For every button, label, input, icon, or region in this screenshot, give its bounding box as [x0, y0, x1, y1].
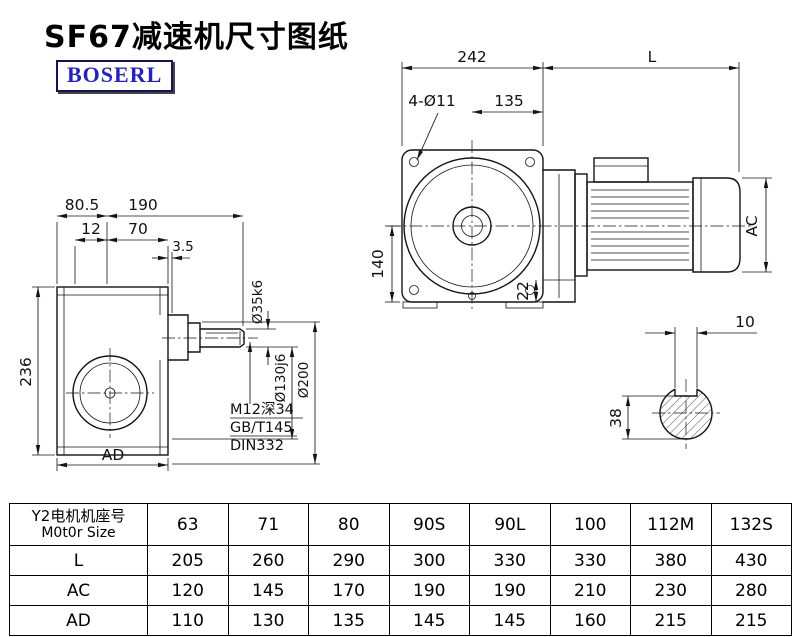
table-cell: 230	[630, 575, 712, 606]
dim-140: 140	[369, 249, 387, 279]
bolt-hole	[409, 157, 419, 167]
table-cell: 145	[227, 575, 309, 606]
dim-190: 190	[128, 196, 158, 214]
table-cell: 300	[388, 545, 470, 576]
table-cell: 170	[308, 575, 390, 606]
note-m12: M12深34	[230, 401, 294, 418]
dim-135: 135	[494, 92, 524, 110]
shaft-section-view: 10 38	[607, 313, 757, 449]
dim-3-5: 3.5	[172, 239, 193, 255]
side-view: 80.5 190 12 70 3.5 236 AD	[17, 196, 320, 471]
table-cell: 330	[469, 545, 551, 576]
brand-logo: BOSERL	[56, 60, 174, 92]
dim-d200: Ø200	[296, 362, 312, 398]
table-cell: 205	[147, 545, 229, 576]
dim-80-5: 80.5	[65, 196, 100, 214]
row-label: AC	[9, 575, 148, 606]
front-view: 242 L 135 4-Ø11 140 22 AC	[369, 48, 772, 312]
table-row-AC: AC 120 145 170 190 190 210 230 280	[9, 575, 792, 606]
table-cell: 120	[147, 575, 229, 606]
dim-22: 22	[514, 281, 532, 301]
table-cell: 110	[147, 605, 229, 636]
table-cell: 190	[388, 575, 470, 606]
table-cell: 145	[388, 605, 470, 636]
dim-242: 242	[457, 48, 487, 66]
dim-70: 70	[128, 220, 148, 238]
dim-38: 38	[607, 408, 625, 428]
col-header: 71	[227, 503, 309, 546]
header-en: M0t0r Size	[41, 525, 116, 542]
header-cn: Y2电机机座号	[31, 506, 126, 525]
table-cell: 290	[308, 545, 390, 576]
col-header: 90L	[469, 503, 551, 546]
bearing-boss	[167, 314, 189, 361]
table-row-AD: AD 110 130 135 145 145 160 215 215	[9, 605, 792, 636]
bolt-hole	[409, 285, 419, 295]
dim-10: 10	[735, 313, 755, 331]
col-header: 90S	[388, 503, 470, 546]
table-cell: 130	[227, 605, 309, 636]
table-cell: 380	[630, 545, 712, 576]
table-cell: 190	[469, 575, 551, 606]
table-cell: 430	[710, 545, 792, 576]
col-header: 63	[147, 503, 229, 546]
dim-AC: AC	[743, 215, 761, 236]
table-cell: 210	[549, 575, 631, 606]
motor-fins	[591, 189, 689, 261]
dim-d35k6: Ø35k6	[250, 280, 266, 324]
row-label: AD	[9, 605, 148, 636]
dimension-table: Y2电机机座号 M0t0r Size 63 71 80 90S 90L 100 …	[9, 503, 792, 636]
motor-flange	[574, 173, 588, 277]
table-cell: 280	[710, 575, 792, 606]
row-label: L	[9, 545, 148, 576]
col-header: 112M	[630, 503, 712, 546]
motor-size-header: Y2电机机座号 M0t0r Size	[9, 503, 148, 546]
table-cell: 145	[469, 605, 551, 636]
col-header: 80	[308, 503, 390, 546]
table-cell: 215	[630, 605, 712, 636]
terminal-box	[593, 157, 649, 183]
table-cell: 260	[227, 545, 309, 576]
bolt-hole	[525, 157, 535, 167]
dim-4xd11: 4-Ø11	[408, 92, 455, 110]
table-cell: 330	[549, 545, 631, 576]
page-title: SF67减速机尺寸图纸	[44, 20, 349, 55]
col-header: 132S	[710, 503, 792, 546]
fan-cover	[692, 177, 741, 273]
table-cell: 160	[549, 605, 631, 636]
dim-d130j6: Ø130j6	[273, 354, 289, 403]
table-cell: 215	[710, 605, 792, 636]
table-row-L: L 205 260 290 300 330 330 380 430	[9, 545, 792, 576]
dim-12: 12	[81, 220, 101, 238]
dim-L: L	[648, 48, 657, 66]
technical-drawing: 242 L 135 4-Ø11 140 22 AC	[17, 48, 772, 471]
dim-AD: AD	[102, 446, 125, 464]
table-cell: 135	[308, 605, 390, 636]
note-din332: DIN332	[230, 438, 284, 454]
note-gbt145: GB/T145	[230, 420, 293, 436]
col-header: 100	[549, 503, 631, 546]
dim-236: 236	[17, 357, 35, 387]
table-header-row: Y2电机机座号 M0t0r Size 63 71 80 90S 90L 100 …	[9, 503, 792, 546]
